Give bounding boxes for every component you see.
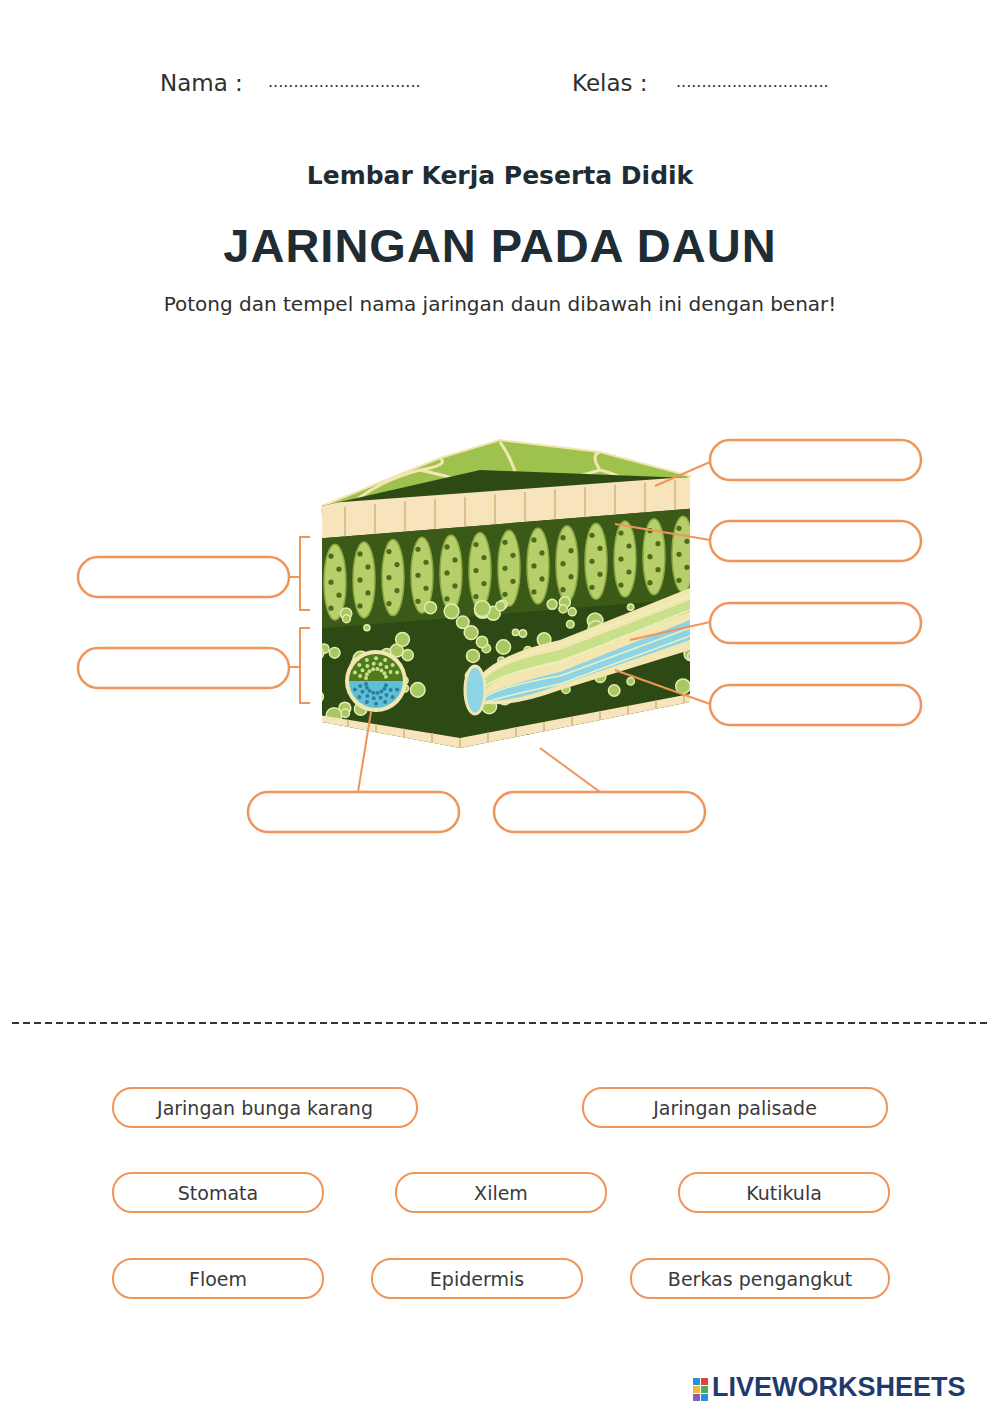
answer-card: Xilem (395, 1172, 607, 1213)
answer-card: Berkas pengangkut (630, 1258, 890, 1299)
field-label: Kelas : (572, 70, 648, 96)
answer-card: Epidermis (371, 1258, 583, 1299)
fill-line: .............................. (268, 72, 421, 91)
watermark: LIVEWORKSHEETS (712, 1372, 966, 1403)
answer-text: Floem (189, 1268, 247, 1290)
answer-text: Stomata (178, 1182, 258, 1204)
answer-card: Jaringan bunga karang (112, 1087, 418, 1128)
answer-card: Floem (112, 1258, 324, 1299)
worksheet-title: JARINGAN PADA DAUN (0, 218, 1000, 273)
answer-text: Berkas pengangkut (668, 1268, 852, 1290)
worksheet-subtitle: Lembar Kerja Peserta Didik (0, 161, 1000, 190)
answer-card: Kutikula (678, 1172, 890, 1213)
answer-card: Stomata (112, 1172, 324, 1213)
instruction: Potong dan tempel nama jaringan daun dib… (0, 292, 1000, 316)
answer-card: Jaringan palisade (582, 1087, 888, 1128)
answer-text: Kutikula (746, 1182, 822, 1204)
answer-text: Epidermis (430, 1268, 524, 1290)
answer-text: Jaringan bunga karang (157, 1097, 373, 1119)
answer-text: Xilem (474, 1182, 528, 1204)
fill-line: .............................. (676, 72, 829, 91)
field-label: Nama : (160, 70, 243, 96)
answer-text: Jaringan palisade (653, 1097, 817, 1119)
